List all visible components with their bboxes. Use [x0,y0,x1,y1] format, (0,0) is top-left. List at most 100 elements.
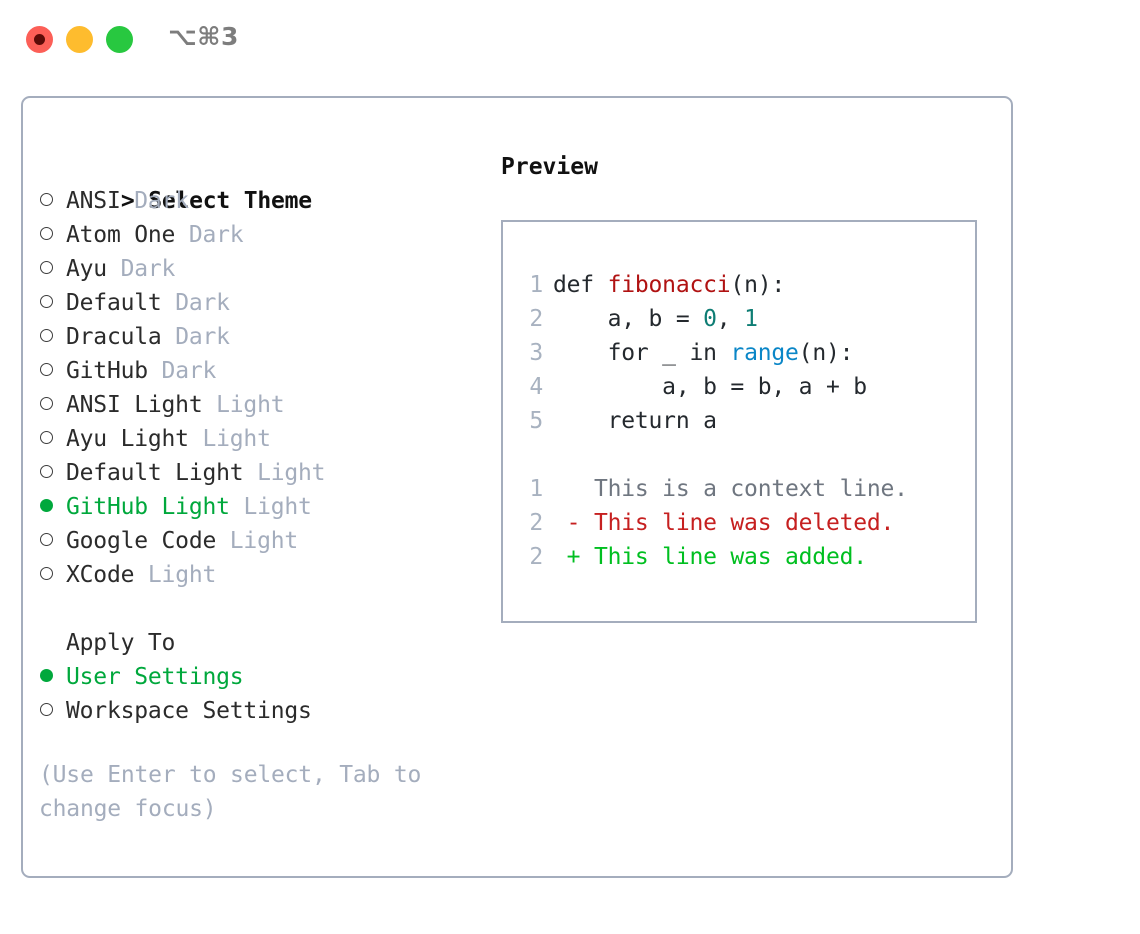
radio-unselected-icon [40,193,53,206]
radio-unselected-icon [40,533,53,546]
line-number: 1 [529,476,543,502]
code-token: a, b = b, a + b [553,374,867,400]
prompt-caret-icon: > [120,188,149,214]
diff-line: 2 + This line was added. [517,540,969,574]
code-token: + This line was added. [553,544,867,570]
code-token: This is a context line. [553,476,908,502]
close-window-button[interactable] [26,26,53,53]
theme-name-label: Google Code [66,528,217,554]
theme-option-default[interactable]: Default Dark [39,286,479,320]
code-token: , [716,306,745,332]
code-token: return a [553,408,717,434]
code-diff-spacer [517,438,969,472]
line-number: 5 [529,408,543,434]
code-line: 1 def fibonacci(n): [517,268,969,302]
line-number: 1 [529,272,543,298]
section-spacer [39,592,479,626]
radio-unselected-icon [40,703,53,716]
diff-sample: 1 This is a context line.2 - This line w… [517,472,969,574]
theme-option-default-light[interactable]: Default Light Light [39,456,479,490]
code-line: 2 a, b = 0, 1 [517,302,969,336]
code-token: def [553,272,608,298]
radio-unselected-icon [40,295,53,308]
theme-name-label: ANSI [66,188,121,214]
code-token: (n): [798,340,854,366]
line-number: 2 [529,510,543,536]
theme-name-label: GitHub [66,358,148,384]
radio-unselected-icon [40,431,53,444]
help-hint-text: (Use Enter to select, Tab to change focu… [39,762,422,822]
theme-option-atom-one[interactable]: Atom One Dark [39,218,479,252]
theme-name-label: Default Light [66,460,244,486]
maximize-window-button[interactable] [106,26,133,53]
theme-option-ansi[interactable]: ANSI Dark [39,184,479,218]
radio-selected-icon [40,499,53,512]
theme-name-label: XCode [66,562,135,588]
theme-variant-tag: Light [216,392,285,418]
line-number: 3 [529,340,543,366]
theme-option-ayu[interactable]: Ayu Dark [39,252,479,286]
theme-name-label: Atom One [66,222,176,248]
apply-to-header: Apply To [66,630,176,656]
theme-variant-tag: Dark [120,256,176,282]
theme-name-label: Ayu [66,256,107,282]
theme-variant-tag: Light [202,426,271,452]
theme-variant-tag: Dark [161,358,217,384]
line-number: 2 [529,544,543,570]
code-line: 5 return a [517,404,969,438]
theme-variant-tag: Dark [175,290,230,316]
theme-variant-tag: Light [229,528,299,554]
theme-name-label: ANSI Light [66,392,203,418]
theme-variant-tag: Light [257,460,326,486]
preview-title: Preview [501,154,598,180]
theme-option-github[interactable]: GitHub Dark [39,354,479,388]
radio-unselected-icon [40,567,53,580]
apply-to-option-workspace-settings[interactable]: Workspace Settings [39,694,479,728]
theme-option-ayu-light[interactable]: Ayu Light Light [39,422,479,456]
code-token: a, b = [553,306,704,332]
code-token: 0 [703,306,717,332]
code-token: 1 [744,306,758,332]
title-bar: ⌥⌘3 [0,0,1140,78]
theme-name-label: GitHub Light [66,494,230,520]
radio-selected-icon [40,669,53,682]
theme-name-label: Ayu Light [66,426,189,452]
theme-variant-tag: Dark [134,188,189,214]
theme-option-ansi-light[interactable]: ANSI Light Light [39,388,479,422]
code-line: 4 a, b = b, a + b [517,370,969,404]
theme-option-dracula[interactable]: Dracula Dark [39,320,479,354]
minimize-window-button[interactable] [66,26,93,53]
theme-variant-tag: Light [243,494,312,520]
code-token: range [730,340,799,366]
theme-name-label: Dracula [66,324,162,350]
radio-unselected-icon [40,261,53,274]
radio-unselected-icon [40,363,53,376]
radio-unselected-icon [40,227,53,240]
diff-line: 1 This is a context line. [517,472,969,506]
keyboard-shortcut-label: ⌥⌘3 [168,22,239,51]
theme-option-google-code[interactable]: Google Code Light [39,524,479,558]
diff-line: 2 - This line was deleted. [517,506,969,540]
apply-to-option-user-settings[interactable]: User Settings [39,660,479,694]
code-token: fibonacci [607,272,731,298]
theme-option-github-light[interactable]: GitHub Light Light [39,490,479,524]
select-theme-header-label: Select Theme [148,188,312,214]
theme-variant-tag: Dark [175,324,230,350]
select-theme-header: > Select Theme [39,150,479,214]
radio-unselected-icon [40,329,53,342]
theme-option-xcode[interactable]: XCode Light [39,558,479,592]
code-token: (n): [730,272,786,298]
code-token: - This line was deleted. [553,510,895,536]
code-line: 3 for _ in range(n): [517,336,969,370]
radio-unselected-icon [40,465,53,478]
radio-unselected-icon [40,397,53,410]
theme-variant-tag: Dark [188,222,244,248]
apply-to-label: Workspace Settings [66,698,312,724]
